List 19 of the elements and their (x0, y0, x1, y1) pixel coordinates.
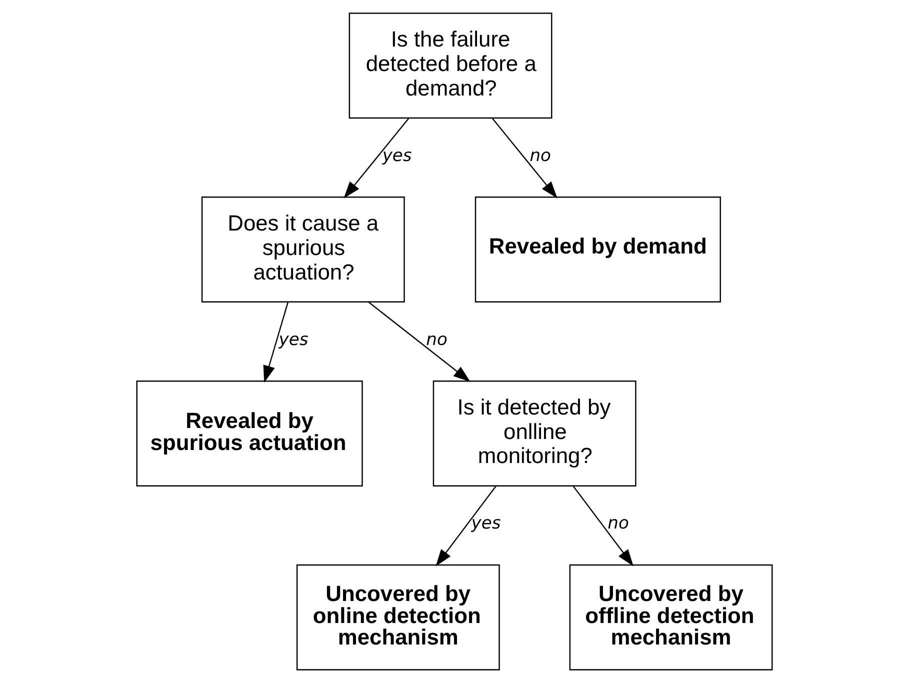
arrow (492, 118, 558, 198)
node-box: Uncovered by online detection mechanism (296, 564, 500, 670)
arrow (572, 486, 634, 566)
edge-label: yes (382, 146, 412, 166)
node-box: Is the failure detected before a demand? (348, 12, 552, 119)
node-box: Does it cause a spurious actuation? (201, 196, 405, 303)
edge-label: no (530, 146, 551, 166)
node-box: Is it detected by onlline monitoring? (432, 380, 636, 486)
edge-label: yes (278, 330, 308, 350)
arrow (368, 302, 470, 382)
edge-label: yes (471, 514, 501, 534)
arrow (344, 118, 410, 198)
node-box: Uncovered by offline detection mechanism (569, 564, 773, 670)
arrow (263, 302, 289, 383)
arrow (436, 486, 496, 566)
node-box: Revealed by spurious actuation (136, 380, 363, 486)
edge-label: no (608, 514, 629, 534)
edge-label: no (426, 330, 448, 350)
node-box: Revealed by demand (474, 196, 721, 303)
